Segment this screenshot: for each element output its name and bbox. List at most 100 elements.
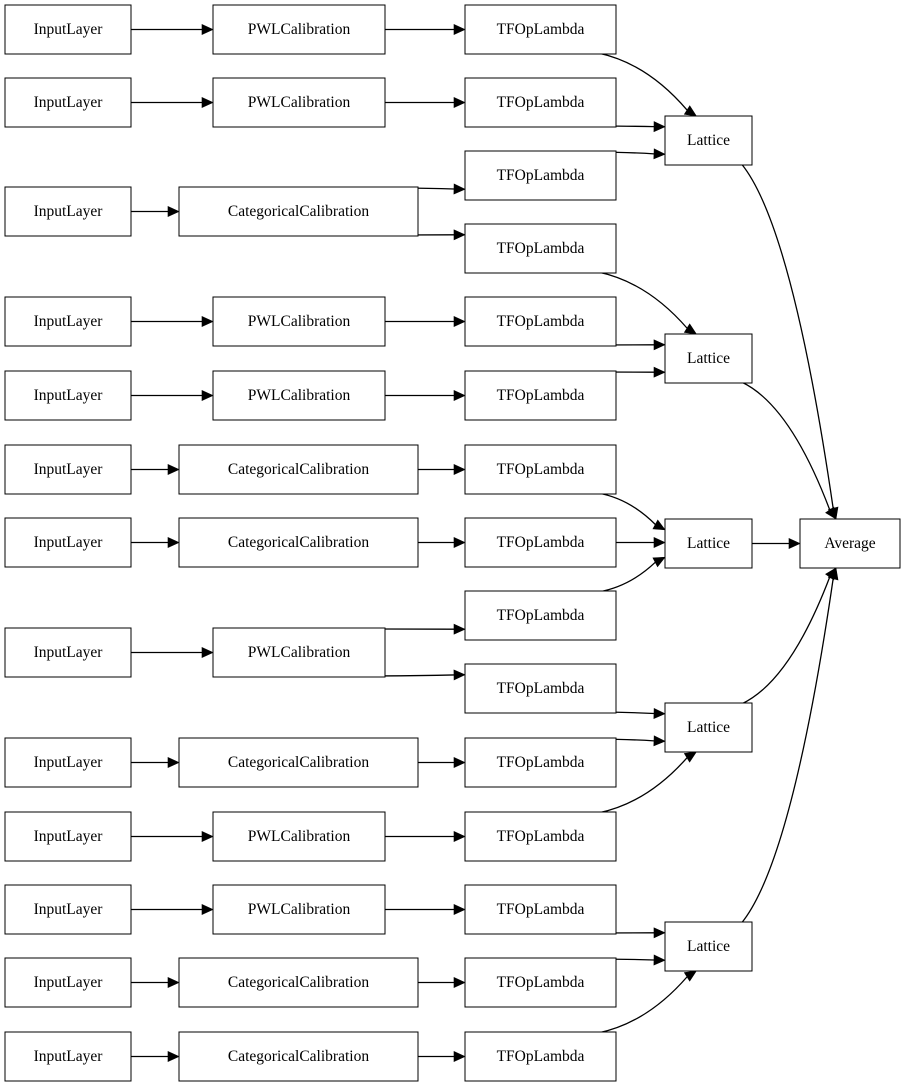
node-inputlayer[interactable]: InputLayer	[4, 1031, 132, 1082]
node-box[interactable]	[212, 370, 386, 421]
node-tfoplambda[interactable]: TFOpLambda	[464, 150, 617, 201]
node-box[interactable]	[4, 4, 132, 55]
node-box[interactable]	[212, 77, 386, 128]
node-categoricalcalibration[interactable]: CategoricalCalibration	[178, 957, 419, 1008]
node-pwlcalibration[interactable]: PWLCalibration	[212, 370, 386, 421]
node-inputlayer[interactable]: InputLayer	[4, 4, 132, 55]
node-tfoplambda[interactable]: TFOpLambda	[464, 223, 617, 274]
node-box[interactable]	[212, 296, 386, 347]
node-inputlayer[interactable]: InputLayer	[4, 370, 132, 421]
node-pwlcalibration[interactable]: PWLCalibration	[212, 884, 386, 935]
edge-inputlayer-to-categoricalcalibration	[131, 757, 180, 768]
node-box[interactable]	[4, 186, 132, 237]
node-box[interactable]	[464, 4, 617, 55]
node-box[interactable]	[464, 811, 617, 862]
node-box[interactable]	[664, 921, 753, 972]
node-tfoplambda[interactable]: TFOpLambda	[464, 296, 617, 347]
node-box[interactable]	[212, 4, 386, 55]
node-lattice[interactable]: Lattice	[664, 702, 753, 753]
node-tfoplambda[interactable]: TFOpLambda	[464, 517, 617, 568]
node-lattice[interactable]: Lattice	[664, 333, 753, 384]
node-box[interactable]	[799, 518, 901, 569]
node-lattice[interactable]: Lattice	[664, 921, 753, 972]
arrowhead	[167, 537, 180, 548]
node-categoricalcalibration[interactable]: CategoricalCalibration	[178, 737, 419, 788]
node-tfoplambda[interactable]: TFOpLambda	[464, 884, 617, 935]
node-categoricalcalibration[interactable]: CategoricalCalibration	[178, 1031, 419, 1082]
node-box[interactable]	[464, 957, 617, 1008]
node-box[interactable]	[178, 1031, 419, 1082]
node-box[interactable]	[4, 737, 132, 788]
node-box[interactable]	[178, 186, 419, 237]
node-box[interactable]	[664, 702, 753, 753]
node-box[interactable]	[212, 884, 386, 935]
node-box[interactable]	[464, 517, 617, 568]
node-inputlayer[interactable]: InputLayer	[4, 627, 132, 678]
node-box[interactable]	[212, 811, 386, 862]
node-pwlcalibration[interactable]: PWLCalibration	[212, 4, 386, 55]
edge-inputlayer-to-categoricalcalibration	[131, 206, 180, 217]
node-tfoplambda[interactable]: TFOpLambda	[464, 370, 617, 421]
node-box[interactable]	[4, 811, 132, 862]
node-box[interactable]	[178, 737, 419, 788]
node-box[interactable]	[464, 884, 617, 935]
node-tfoplambda[interactable]: TFOpLambda	[464, 77, 617, 128]
node-tfoplambda[interactable]: TFOpLambda	[464, 1031, 617, 1082]
node-box[interactable]	[4, 517, 132, 568]
node-inputlayer[interactable]: InputLayer	[4, 77, 132, 128]
node-inputlayer[interactable]: InputLayer	[4, 884, 132, 935]
node-box[interactable]	[464, 223, 617, 274]
node-tfoplambda[interactable]: TFOpLambda	[464, 590, 617, 641]
node-categoricalcalibration[interactable]: CategoricalCalibration	[178, 517, 419, 568]
arrowhead	[653, 339, 666, 351]
node-box[interactable]	[178, 957, 419, 1008]
node-box[interactable]	[464, 150, 617, 201]
node-inputlayer[interactable]: InputLayer	[4, 957, 132, 1008]
node-box[interactable]	[664, 115, 753, 166]
node-box[interactable]	[464, 590, 617, 641]
node-pwlcalibration[interactable]: PWLCalibration	[212, 811, 386, 862]
node-inputlayer[interactable]: InputLayer	[4, 186, 132, 237]
node-lattice[interactable]: Lattice	[664, 115, 753, 166]
node-box[interactable]	[464, 296, 617, 347]
node-box[interactable]	[4, 1031, 132, 1082]
node-inputlayer[interactable]: InputLayer	[4, 737, 132, 788]
node-tfoplambda[interactable]: TFOpLambda	[464, 663, 617, 714]
node-box[interactable]	[4, 957, 132, 1008]
node-box[interactable]	[464, 737, 617, 788]
node-box[interactable]	[4, 627, 132, 678]
node-tfoplambda[interactable]: TFOpLambda	[464, 4, 617, 55]
node-pwlcalibration[interactable]: PWLCalibration	[212, 627, 386, 678]
node-box[interactable]	[4, 296, 132, 347]
node-categoricalcalibration[interactable]: CategoricalCalibration	[178, 444, 419, 495]
node-tfoplambda[interactable]: TFOpLambda	[464, 737, 617, 788]
node-box[interactable]	[464, 370, 617, 421]
node-inputlayer[interactable]: InputLayer	[4, 444, 132, 495]
arrowhead	[453, 24, 466, 35]
node-inputlayer[interactable]: InputLayer	[4, 296, 132, 347]
node-box[interactable]	[212, 627, 386, 678]
node-box[interactable]	[464, 1031, 617, 1082]
node-box[interactable]	[464, 444, 617, 495]
node-inputlayer[interactable]: InputLayer	[4, 517, 132, 568]
node-average[interactable]: Average	[799, 518, 901, 569]
node-box[interactable]	[664, 333, 753, 384]
node-lattice[interactable]: Lattice	[664, 518, 753, 569]
node-box[interactable]	[4, 444, 132, 495]
node-inputlayer[interactable]: InputLayer	[4, 811, 132, 862]
node-box[interactable]	[664, 518, 753, 569]
node-categoricalcalibration[interactable]: CategoricalCalibration	[178, 186, 419, 237]
node-box[interactable]	[178, 517, 419, 568]
node-tfoplambda[interactable]: TFOpLambda	[464, 444, 617, 495]
node-box[interactable]	[464, 663, 617, 714]
node-pwlcalibration[interactable]: PWLCalibration	[212, 77, 386, 128]
node-pwlcalibration[interactable]: PWLCalibration	[212, 296, 386, 347]
node-box[interactable]	[4, 370, 132, 421]
node-tfoplambda[interactable]: TFOpLambda	[464, 811, 617, 862]
arrowhead	[683, 970, 697, 982]
node-box[interactable]	[4, 77, 132, 128]
node-box[interactable]	[4, 884, 132, 935]
node-box[interactable]	[464, 77, 617, 128]
node-box[interactable]	[178, 444, 419, 495]
node-tfoplambda[interactable]: TFOpLambda	[464, 957, 617, 1008]
